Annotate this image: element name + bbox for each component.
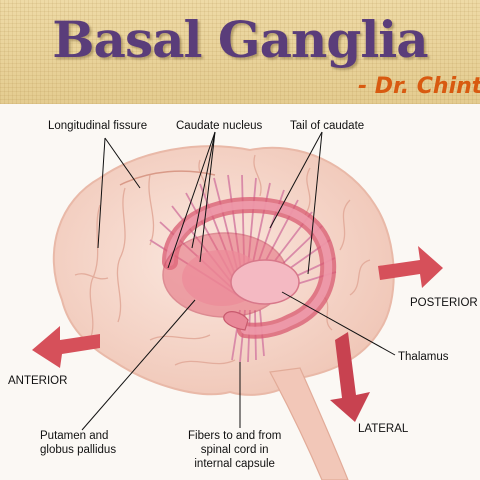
arrow-lateral xyxy=(330,332,370,422)
author-credit: - Dr. Chint xyxy=(358,74,480,99)
leader-lines xyxy=(81,131,396,431)
label-putamen-globus-pallidus: Putamen and globus pallidus xyxy=(40,430,117,456)
caudate-nucleus xyxy=(162,196,337,339)
arrow-posterior xyxy=(378,246,443,288)
label-tail-of-caudate: Tail of caudate xyxy=(290,120,365,132)
tail-of-caudate-end xyxy=(223,311,249,331)
label-caudate-nucleus: Caudate nucleus xyxy=(176,120,263,132)
label-lateral: LATERAL xyxy=(358,423,409,435)
label-longitudinal-fissure: Longitudinal fissure xyxy=(48,120,148,132)
page-title: Basal Ganglia xyxy=(52,10,428,69)
title-banner: Basal Ganglia - Dr. Chint xyxy=(0,0,480,104)
basal-ganglia-diagram xyxy=(32,131,443,480)
arrow-anterior xyxy=(32,326,100,368)
label-fibers-internal-capsule: Fibers to and from spinal cord in intern… xyxy=(188,430,282,470)
gyri-pattern xyxy=(74,154,371,366)
label-posterior: POSTERIOR xyxy=(410,297,478,309)
label-anterior: ANTERIOR xyxy=(8,375,68,387)
label-thalamus: Thalamus xyxy=(398,351,449,363)
thalamus xyxy=(230,259,300,305)
